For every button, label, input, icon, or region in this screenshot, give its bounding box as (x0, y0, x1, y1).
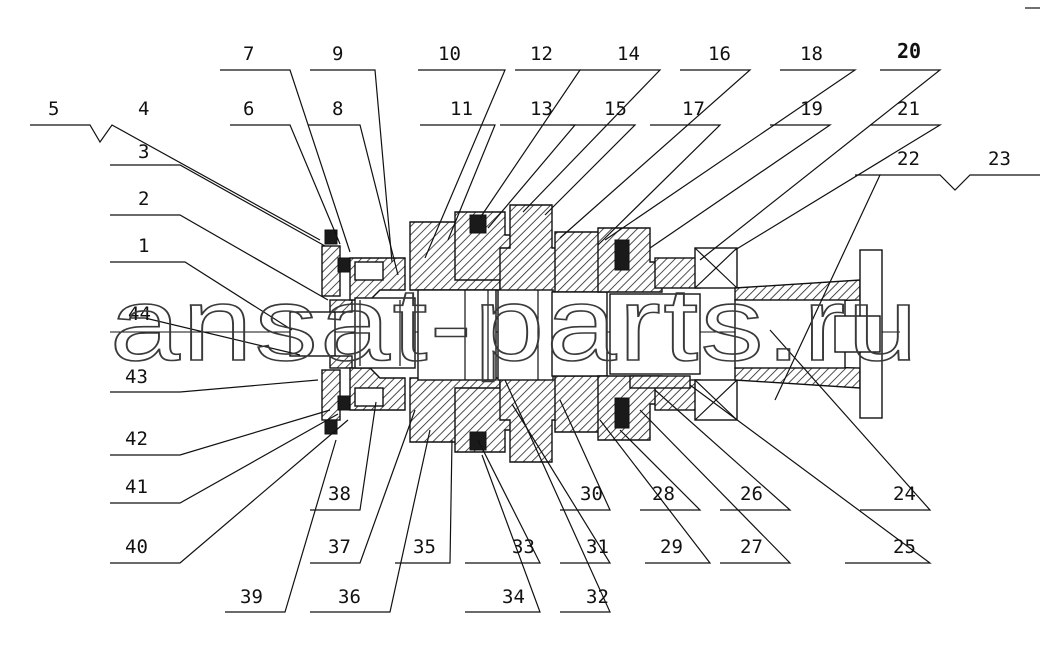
callout-25: 25 (893, 536, 916, 558)
callout-38: 38 (328, 483, 351, 505)
callout-16: 16 (708, 43, 731, 65)
callout-20: 20 (897, 39, 921, 63)
right-sleeve (609, 257, 701, 411)
callout-7: 7 (243, 43, 254, 65)
callout-32: 32 (586, 586, 609, 608)
callout-13: 13 (530, 98, 553, 120)
callout-33: 33 (512, 536, 535, 558)
callout-21: 21 (897, 98, 920, 120)
callout-31: 31 (586, 536, 609, 558)
callout-19: 19 (800, 98, 823, 120)
leader-lines-bottom (110, 329, 932, 613)
assembly-drawing (30, 7, 1040, 613)
callout-27: 27 (740, 536, 763, 558)
callout-12: 12 (530, 43, 553, 65)
callout-35: 35 (413, 536, 436, 558)
callout-labels: 1 2 3 4 5 6 7 8 9 10 11 12 13 14 15 16 1… (48, 39, 1011, 608)
bearing-sleeve (354, 297, 416, 369)
callout-36: 36 (338, 586, 361, 608)
callout-3: 3 (138, 141, 149, 163)
main-gear (497, 204, 561, 463)
callout-1: 1 (138, 235, 149, 257)
callout-22: 22 (897, 148, 920, 170)
output-bearing (694, 247, 738, 421)
callout-42: 42 (125, 428, 148, 450)
callout-43: 43 (125, 366, 148, 388)
callout-28: 28 (652, 483, 675, 505)
shaft-left-end (289, 229, 353, 435)
callout-2: 2 (138, 188, 149, 210)
callout-5: 5 (48, 98, 59, 120)
callout-8: 8 (332, 98, 343, 120)
callout-11: 11 (450, 98, 473, 120)
left-housing (349, 257, 406, 411)
watermark-text: ansat-parts.ru (110, 267, 920, 383)
callout-10: 10 (438, 43, 461, 65)
callout-40: 40 (125, 536, 148, 558)
callout-9: 9 (332, 43, 343, 65)
callout-18: 18 (800, 43, 823, 65)
leader-lines-top (30, 69, 1040, 401)
callout-24: 24 (893, 483, 916, 505)
callout-14: 14 (617, 43, 640, 65)
callout-26: 26 (740, 483, 763, 505)
callout-6: 6 (243, 98, 254, 120)
callout-23: 23 (988, 148, 1011, 170)
callout-41: 41 (125, 476, 148, 498)
callout-17: 17 (682, 98, 705, 120)
callout-34: 34 (502, 586, 525, 608)
callout-15: 15 (604, 98, 627, 120)
callout-44: 44 (128, 303, 151, 325)
callout-30: 30 (580, 483, 603, 505)
callout-4: 4 (138, 98, 149, 120)
callout-29: 29 (660, 536, 683, 558)
callout-39: 39 (240, 586, 263, 608)
right-synchronizer (597, 227, 663, 441)
callout-37: 37 (328, 536, 351, 558)
